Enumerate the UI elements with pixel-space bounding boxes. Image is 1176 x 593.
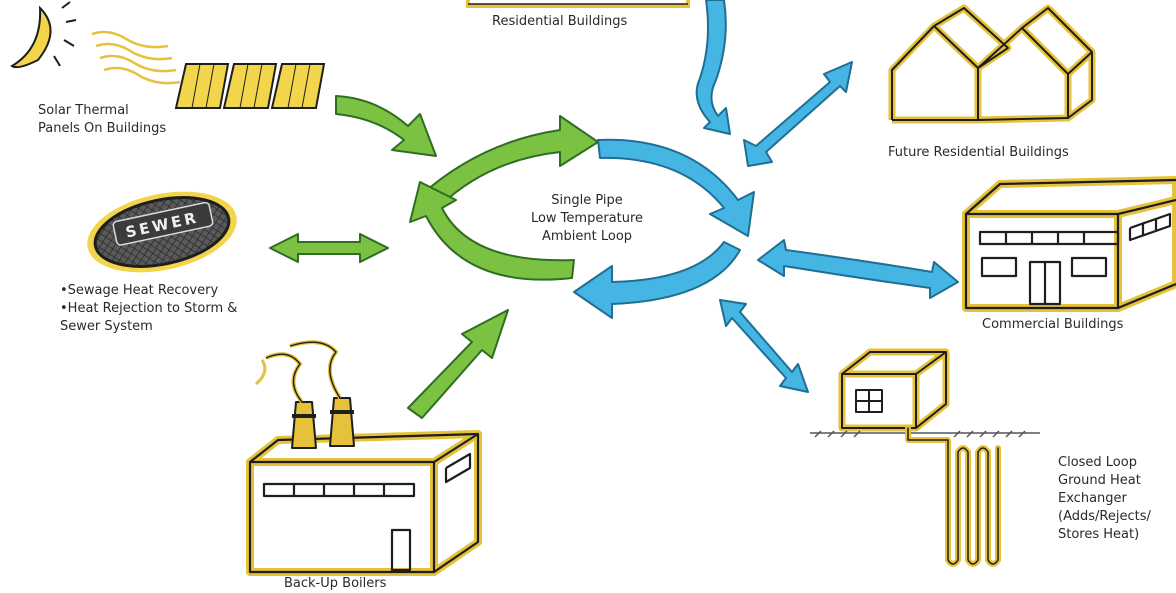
sewer-manhole-icon: SEWER [87, 191, 237, 273]
sewer-label-line2: •Heat Rejection to Storm & [60, 301, 238, 316]
smokestacks-icon [254, 340, 355, 449]
commercial-buildings-label: Commercial Buildings [982, 317, 1124, 332]
ground-heat-exchanger-label: Closed Loop Ground Heat Exchanger (Adds/… [1058, 454, 1151, 544]
loop-label-line1: Single Pipe [551, 193, 623, 208]
arrow-ground-exchange [719, 299, 809, 393]
solar-panels-icon [174, 63, 326, 109]
sun-icon [10, 1, 77, 69]
solar-label-line1: Solar Thermal [38, 103, 129, 118]
ground-label-line5: Stores Heat) [1058, 527, 1140, 542]
blue-arrows [573, 0, 959, 393]
arrow-residential-exchange [695, 0, 731, 135]
sewer-label: •Sewage Heat Recovery •Heat Rejection to… [60, 282, 237, 336]
ground-heat-exchanger-icon [810, 348, 1040, 567]
loop-label-line2: Low Temperature [530, 211, 644, 226]
arrow-solar-to-loop [335, 95, 437, 157]
ground-label-line2: Ground Heat [1058, 473, 1141, 488]
residential-buildings-label: Residential Buildings [492, 14, 628, 29]
residential-building-icon [466, 0, 690, 8]
sewer-label-line3: Sewer System [60, 319, 153, 334]
solar-label-line2: Panels On Buildings [38, 121, 167, 136]
loop-label-line3: Ambient Loop [541, 229, 633, 244]
backup-boilers-label: Back-Up Boilers [284, 576, 387, 591]
future-residential-buildings-icon [888, 4, 1096, 124]
arrow-sewer-exchange [269, 233, 389, 263]
loop-label: Single Pipe Low Temperature Ambient Loop [522, 192, 652, 246]
arrow-loop-upper-right [597, 138, 755, 237]
commercial-building-icon [962, 176, 1176, 312]
sewer-label-line1: •Sewage Heat Recovery [60, 283, 219, 298]
arrow-loop-lower-left [409, 181, 575, 281]
future-residential-buildings-label: Future Residential Buildings [888, 145, 1069, 160]
green-arrows [269, 95, 599, 419]
solar-thermal-label: Solar Thermal Panels On Buildings [38, 102, 166, 138]
arrow-future-residential-exchange [743, 61, 853, 167]
ground-label-line4: (Adds/Rejects/ [1058, 509, 1151, 524]
ground-label-line1: Closed Loop [1058, 455, 1137, 470]
backup-boilers-building-icon [246, 340, 482, 576]
arrow-boilers-to-loop [407, 309, 509, 419]
sun-rays [91, 30, 181, 85]
arrow-commercial-exchange [757, 239, 959, 299]
arrow-loop-lower-right [573, 241, 741, 319]
ground-label-line3: Exchanger [1058, 491, 1127, 506]
